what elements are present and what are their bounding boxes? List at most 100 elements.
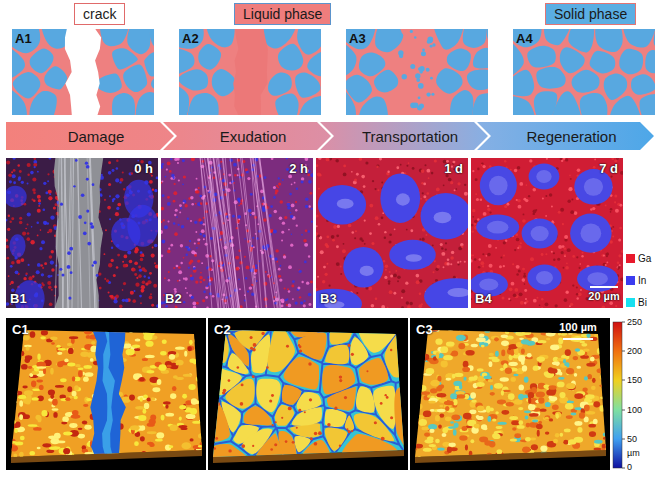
element-dot xyxy=(555,304,558,307)
element-dot xyxy=(16,259,20,263)
element-dot xyxy=(40,264,43,267)
element-dot xyxy=(464,192,468,196)
element-dot xyxy=(287,288,289,290)
element-dot xyxy=(562,223,564,225)
element-dot xyxy=(514,169,517,172)
surface-grain xyxy=(8,383,18,388)
element-dot xyxy=(170,244,173,247)
element-dot xyxy=(376,166,378,168)
solid-grain xyxy=(179,69,208,90)
element-dot xyxy=(116,159,118,161)
element-dot xyxy=(387,171,389,173)
element-dot xyxy=(419,292,422,295)
element-dot xyxy=(240,202,243,205)
element-dot xyxy=(83,232,87,236)
surface-grain xyxy=(132,345,140,348)
element-dot xyxy=(361,175,365,179)
element-dot xyxy=(279,216,282,219)
solid-particle xyxy=(426,92,430,96)
element-dot xyxy=(254,158,258,162)
element-dot xyxy=(278,268,281,271)
element-dot xyxy=(47,231,49,233)
element-dot xyxy=(78,215,82,219)
surface-grain xyxy=(165,404,168,408)
indium-core xyxy=(536,271,553,284)
element-dot xyxy=(281,231,284,234)
element-dot xyxy=(28,276,32,280)
element-dot xyxy=(237,174,239,176)
element-dot xyxy=(574,211,578,215)
element-dot xyxy=(617,262,620,265)
element-dot xyxy=(51,250,54,253)
element-dot xyxy=(40,229,42,231)
element-dot xyxy=(335,159,338,162)
flow-streak xyxy=(237,158,256,308)
element-dot xyxy=(375,297,378,300)
element-dot xyxy=(270,205,273,208)
element-dot xyxy=(174,214,176,216)
element-dot xyxy=(450,256,453,259)
surface-grain xyxy=(172,386,177,391)
element-dot xyxy=(22,232,26,236)
element-dot xyxy=(590,208,593,211)
element-dot xyxy=(191,158,195,161)
element-dot xyxy=(294,182,296,184)
element-dot xyxy=(372,180,374,182)
element-dot xyxy=(132,268,135,271)
element-dot xyxy=(7,228,10,231)
element-dot xyxy=(369,232,372,235)
element-dot xyxy=(500,256,502,258)
element-dot xyxy=(189,240,191,242)
element-dot xyxy=(87,242,91,246)
element-dot xyxy=(13,169,16,172)
element-dot xyxy=(47,180,49,182)
element-dot xyxy=(205,296,208,299)
element-dot xyxy=(340,273,342,275)
surface-grain xyxy=(84,425,91,430)
element-dot xyxy=(572,284,574,286)
element-dot xyxy=(576,287,578,289)
element-dot xyxy=(577,168,581,172)
surface-grain xyxy=(25,355,32,360)
element-dot xyxy=(299,270,302,273)
solid-grain xyxy=(604,73,628,100)
element-dot xyxy=(443,266,445,268)
element-dot xyxy=(237,198,240,201)
surface-grain xyxy=(82,421,87,425)
element-dot xyxy=(280,200,283,203)
element-dot xyxy=(123,282,126,285)
element-dot xyxy=(6,161,10,165)
element-dot xyxy=(387,307,389,308)
element-dot xyxy=(393,273,397,277)
surface-grain xyxy=(144,403,149,409)
element-dot xyxy=(503,265,505,267)
element-dot xyxy=(445,248,447,250)
element-dot xyxy=(42,284,45,287)
surface-grain xyxy=(129,321,136,324)
solid-grain xyxy=(536,67,565,89)
element-dot xyxy=(397,280,399,282)
element-dot xyxy=(560,208,564,212)
element-dot xyxy=(205,286,208,289)
element-dot xyxy=(361,240,363,242)
surface-grain xyxy=(129,330,133,333)
surface-grain xyxy=(189,340,193,345)
solid-grain xyxy=(179,83,189,115)
element-dot xyxy=(503,255,505,257)
indium-core xyxy=(584,178,603,196)
element-dot xyxy=(331,235,335,239)
element-dot xyxy=(274,210,277,213)
element-dot xyxy=(514,249,516,251)
surface-grain xyxy=(75,364,81,367)
element-dot xyxy=(244,256,246,258)
element-dot xyxy=(273,186,276,189)
element-dot xyxy=(516,265,520,269)
surface-grain xyxy=(31,397,38,400)
crack-streak xyxy=(55,158,59,308)
indium-core xyxy=(587,272,608,285)
element-dot xyxy=(579,267,581,269)
surface-grain xyxy=(181,442,191,449)
solid-grain xyxy=(568,29,594,52)
element-dot xyxy=(533,299,537,303)
element-dot xyxy=(327,263,329,265)
